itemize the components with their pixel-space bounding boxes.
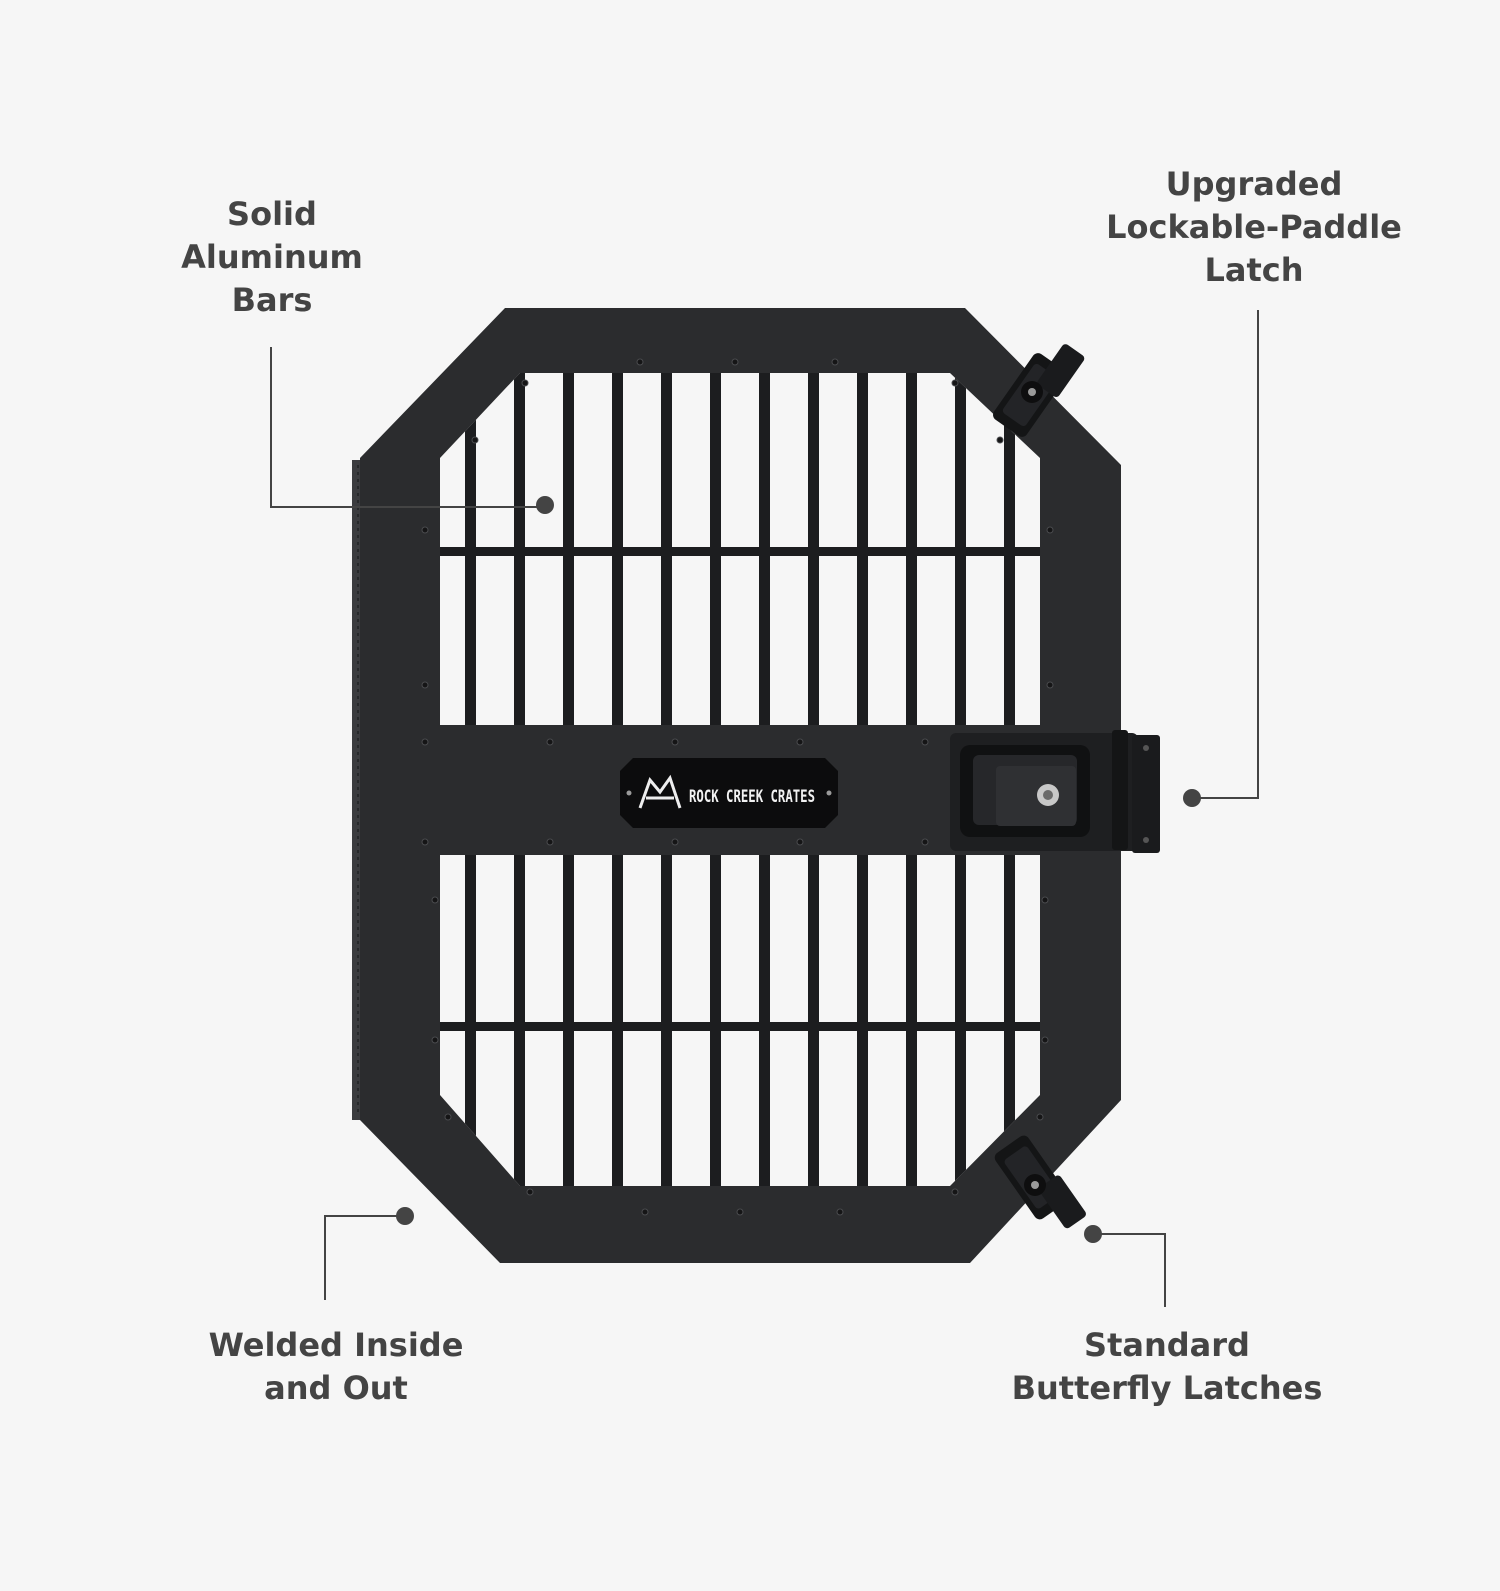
vertical-bar	[710, 855, 721, 1186]
rivet	[526, 1188, 534, 1196]
rivet	[796, 838, 804, 846]
rivet	[1041, 896, 1049, 904]
leader-dot-butterfly	[1084, 1225, 1102, 1243]
rivet	[421, 738, 429, 746]
callout-line: Bars	[231, 281, 313, 319]
rivet	[1036, 1113, 1044, 1121]
paddle-latch-icon	[950, 730, 1160, 853]
butterfly-latch-top-icon	[993, 344, 1085, 437]
rivet	[1046, 526, 1054, 534]
vertical-bar	[514, 855, 525, 1186]
brand-badge: ROCK CREEK CRATES	[620, 758, 838, 828]
rivet	[471, 436, 479, 444]
rivet	[636, 358, 644, 366]
rivet	[546, 838, 554, 846]
vertical-bar	[465, 855, 476, 1186]
vertical-bar	[661, 855, 672, 1186]
leader-line-paddle-latch	[1192, 310, 1259, 799]
rivet	[736, 1208, 744, 1216]
rivet	[671, 838, 679, 846]
callout-lockable-paddle-latch: Upgraded Lockable-Paddle Latch	[1106, 163, 1402, 292]
cross-bar	[440, 547, 1040, 556]
callout-line: Butterfly Latches	[1011, 1369, 1323, 1407]
vertical-bar	[563, 855, 574, 1186]
callout-line: Upgraded	[1165, 165, 1343, 203]
butterfly-latch-bottom-icon	[994, 1135, 1086, 1229]
rivet	[1046, 681, 1054, 689]
rivet	[521, 379, 529, 387]
callout-line: and Out	[264, 1369, 408, 1407]
rivet	[731, 358, 739, 366]
rivet	[796, 738, 804, 746]
rivet	[831, 358, 839, 366]
vertical-bar	[612, 855, 623, 1186]
leader-line-solid-bars	[270, 347, 545, 508]
rivet	[431, 896, 439, 904]
rivet	[444, 1113, 452, 1121]
cross-bar	[440, 1022, 1040, 1031]
leader-dot-welded	[396, 1207, 414, 1225]
rivet	[921, 738, 929, 746]
rivet	[836, 1208, 844, 1216]
rivet	[421, 526, 429, 534]
leader-dot-solid-bars	[536, 496, 554, 514]
bottom-bar-grid	[440, 855, 1040, 1186]
callout-line: Latch	[1204, 251, 1304, 289]
callout-line: Solid	[227, 195, 317, 233]
rivet	[1041, 1036, 1049, 1044]
rivet	[641, 1208, 649, 1216]
brand-logo-icon	[638, 774, 682, 809]
rivet	[546, 738, 554, 746]
callout-line: Lockable-Paddle	[1106, 208, 1402, 246]
callout-welded-inside-and-out: Welded Inside and Out	[209, 1324, 464, 1410]
callout-line: Welded Inside	[208, 1326, 464, 1364]
vertical-bar	[955, 855, 966, 1186]
callout-solid-aluminum-bars: Solid Aluminum Bars	[181, 193, 363, 322]
leader-line-butterfly	[1093, 1233, 1166, 1307]
rivet	[921, 838, 929, 846]
leader-dot-paddle-latch	[1183, 789, 1201, 807]
rivet	[421, 681, 429, 689]
callout-butterfly-latches: Standard Butterfly Latches	[1012, 1324, 1323, 1410]
callout-line: Aluminum	[181, 238, 363, 276]
rivets	[421, 358, 1054, 1216]
callout-line: Standard	[1084, 1326, 1250, 1364]
rivet	[951, 379, 959, 387]
leader-line-welded	[324, 1215, 405, 1300]
rivet	[421, 838, 429, 846]
rivet	[996, 436, 1004, 444]
rivet	[671, 738, 679, 746]
badge-text: ROCK CREEK CRATES	[689, 787, 815, 807]
rivet	[431, 1036, 439, 1044]
top-bar-grid	[440, 373, 1040, 725]
vertical-bar	[759, 855, 770, 1186]
vertical-bar	[808, 855, 819, 1186]
vertical-bar	[906, 855, 917, 1186]
vertical-bar	[857, 855, 868, 1186]
vertical-bar	[1004, 855, 1015, 1186]
rivet	[951, 1188, 959, 1196]
